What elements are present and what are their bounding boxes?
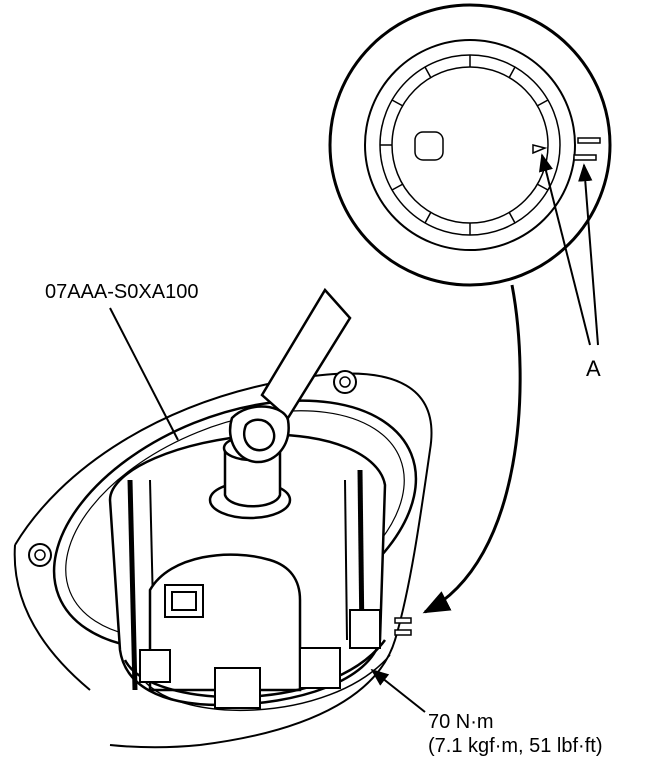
mounting-bolt-left xyxy=(28,543,52,567)
ring-alignment-marks xyxy=(394,617,412,636)
torque-conversion-label: (7.1 kgf·m, 51 lbf·ft) xyxy=(428,735,603,757)
detail-inset xyxy=(328,3,612,287)
inset-leader-arrow xyxy=(422,284,522,614)
torque-leader xyxy=(370,668,426,713)
callout-a-label: A xyxy=(586,356,601,381)
callout-a-leaders xyxy=(538,153,599,346)
tool-number-leader xyxy=(109,307,179,441)
mounting-bolt-right xyxy=(333,370,357,394)
pump-connector xyxy=(164,584,204,618)
torque-value-label: 70 N·m xyxy=(428,711,494,733)
tool-number-label: 07AAA-S0XA100 xyxy=(45,281,198,303)
wrench xyxy=(228,287,352,464)
lock-ring-body xyxy=(108,433,391,712)
tank-access-outline xyxy=(13,372,433,749)
